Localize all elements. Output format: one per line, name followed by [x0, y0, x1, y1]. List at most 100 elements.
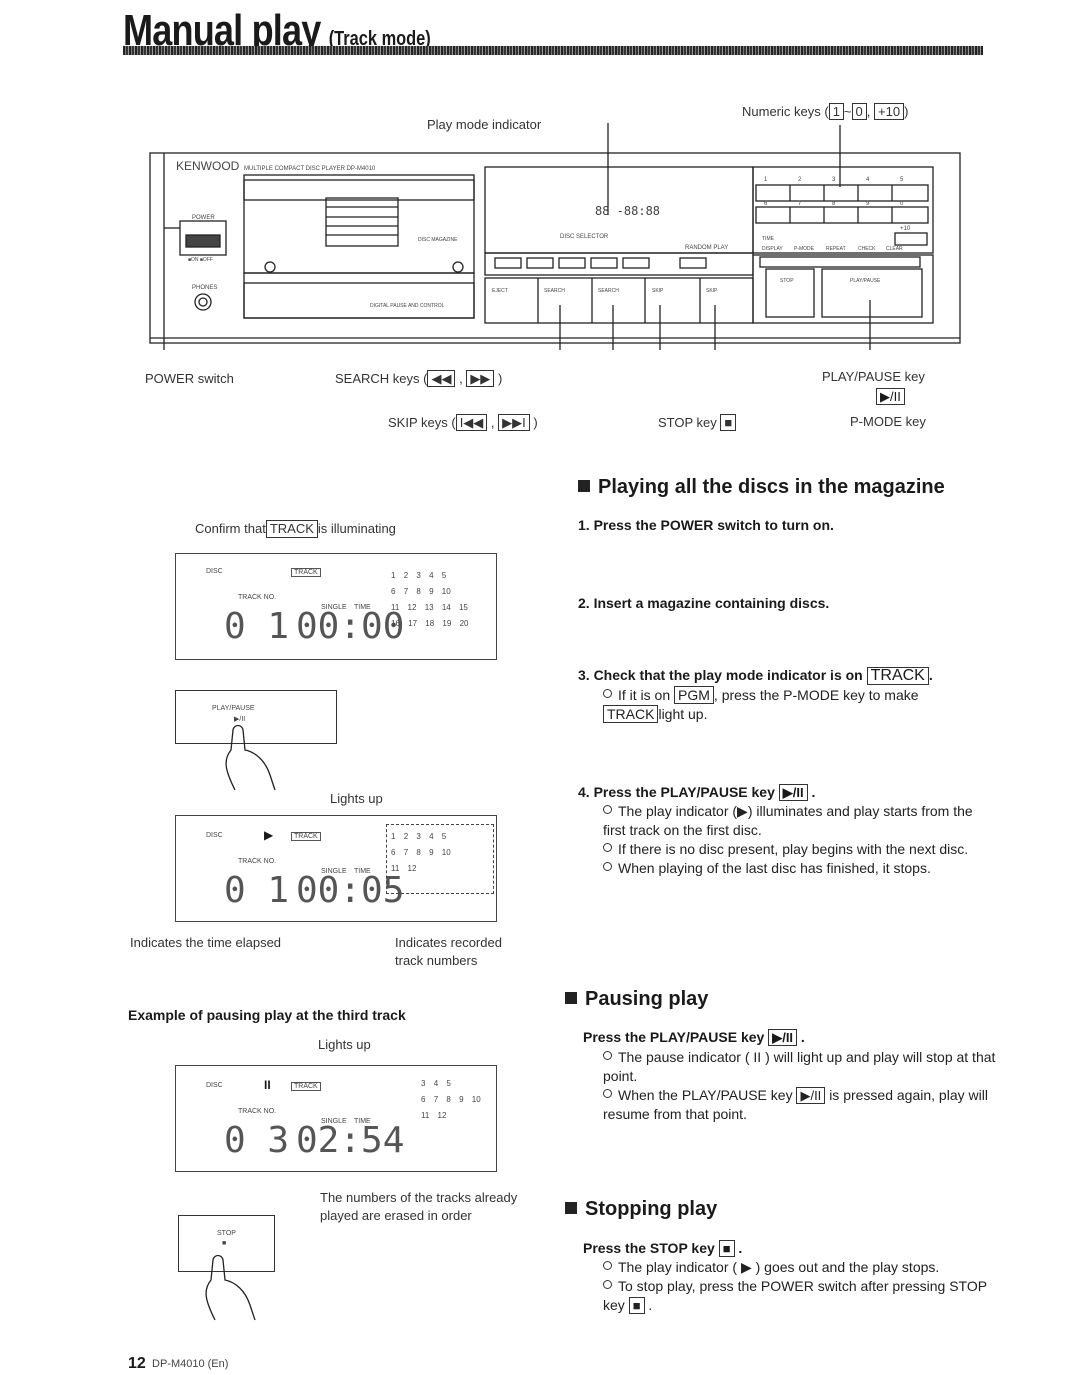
- skip-forward-icon: ▶▶I: [498, 414, 530, 431]
- step-4-bullets: The play indicator (▶) illuminates and p…: [603, 802, 998, 878]
- bullet-dot-icon: [603, 862, 612, 871]
- lcd1-single-label: SINGLE: [321, 604, 347, 611]
- lcd3-time-label: TIME: [354, 1118, 371, 1125]
- device-power-label: POWER: [192, 215, 215, 221]
- lcd1-track-numbers: 1 2 3 4 5 6 7 8 9 10 11 12 13 14 15 16 1…: [391, 571, 469, 628]
- play-pause-key-inline-icon: ▶/II: [778, 784, 808, 801]
- section-bullet-icon: [578, 480, 590, 492]
- caption-recorded-tracks-2: track numbers: [395, 953, 478, 968]
- play-pause-key-icon: ▶/II: [876, 388, 905, 405]
- lcd3-track-numbers: 3 4 5 6 7 8 9 10 11 12: [421, 1079, 481, 1120]
- lights-up-caption-1: Lights up: [330, 791, 383, 806]
- numeric-plus10: +10: [900, 226, 911, 232]
- track-light-box: TRACK: [603, 705, 659, 723]
- track-indicator-box: TRACK: [265, 520, 318, 538]
- callout-play-pause-key: PLAY/PAUSE key: [822, 369, 925, 384]
- device-disc-selector-label: DISC SELECTOR: [560, 234, 609, 240]
- section-bullet-icon: [565, 1202, 577, 1214]
- bullet-dot-icon: [603, 689, 612, 698]
- stop-bullets: The play indicator ( ▶ ) goes out and th…: [603, 1258, 998, 1315]
- example-pausing-heading: Example of pausing play at the third tra…: [128, 1007, 406, 1023]
- callout-numeric-keys: Numeric keys (1~0, +10): [742, 103, 909, 120]
- cd-player-illustration: KENWOOD MULTIPLE COMPACT DISC PLAYER DP-…: [149, 123, 961, 350]
- lcd1-time-label: TIME: [354, 604, 371, 611]
- lcd3-single-label: SINGLE: [321, 1118, 347, 1125]
- lights-up-caption-2: Lights up: [318, 1037, 371, 1052]
- numeric-row2-6: 6: [764, 201, 768, 207]
- search-back-icon: ◀◀: [427, 370, 456, 387]
- title-rule: [123, 46, 983, 55]
- lcd3-disc-number: 0 3: [224, 1120, 290, 1161]
- bullet-dot-icon: [603, 1089, 612, 1098]
- callout-pmode-key: P-MODE key: [850, 414, 926, 429]
- stop-bullet-2: To stop play, press the POWER switch aft…: [603, 1278, 987, 1314]
- stop-bullet-1: The play indicator ( ▶ ) goes out and th…: [603, 1258, 998, 1277]
- play-pause-key-inline-icon: ▶/II: [796, 1087, 826, 1104]
- transport-label-eject: EJECT: [492, 288, 508, 294]
- lcd3-track-indicator: TRACK: [291, 1082, 321, 1091]
- transport-label-skip-back: SKIP: [652, 288, 664, 294]
- lcd3-track-no-label: TRACK NO.: [238, 1108, 277, 1115]
- numeric-key-1: 1: [828, 103, 844, 120]
- section-pausing: Pausing play: [565, 988, 708, 1011]
- device-digital-pause-label: DIGITAL PAUSE AND CONTROL: [370, 303, 445, 309]
- numeric-row1-5: 5: [900, 177, 904, 183]
- page-subtitle: (Track mode): [328, 28, 431, 50]
- play-pause-button-symbol: ▶/II: [234, 716, 246, 723]
- right-label-time: TIME: [762, 236, 775, 242]
- numeric-row1-3: 3: [832, 177, 836, 183]
- lcd3-time: 02:54: [296, 1120, 405, 1161]
- pause-bullet-2: When the PLAY/PAUSE key ▶/II is pressed …: [603, 1087, 988, 1122]
- play-pause-button-illustration: PLAY/PAUSE ▶/II: [175, 690, 337, 744]
- right-label-check: CHECK: [858, 246, 876, 252]
- lcd2-track-no-label: TRACK NO.: [238, 858, 277, 865]
- right-label-display: DISPLAY: [762, 246, 783, 252]
- right-label-pmode: P-MODE: [794, 246, 815, 252]
- lcd1-disc-number: 0 1: [224, 606, 290, 647]
- finger-press-icon: [225, 724, 276, 791]
- caption-recorded-tracks: Indicates recorded: [395, 935, 502, 950]
- pause-bullets: The pause indicator ( II ) will light up…: [603, 1048, 998, 1124]
- caption-time-elapsed: Indicates the time elapsed: [130, 935, 282, 950]
- bullet-dot-icon: [603, 1280, 612, 1289]
- lcd2-time-label: TIME: [354, 868, 371, 875]
- skip-back-icon: I◀◀: [455, 414, 488, 431]
- lcd-display-initial: DISC TRACK TRACK NO. SINGLE TIME 0 1 00:…: [175, 553, 497, 660]
- lcd2-track-numbers: 1 2 3 4 5 6 7 8 9 10 11 12: [386, 824, 494, 894]
- step-3: 3. Check that the play mode indicator is…: [578, 667, 933, 685]
- callout-skip-keys: SKIP keys (I◀◀ , ▶▶I ): [388, 414, 538, 431]
- step-1: 1. Press the POWER switch to turn on.: [578, 517, 834, 533]
- lcd1-track-no-label: TRACK NO.: [238, 594, 277, 601]
- callout-search-keys: SEARCH keys (◀◀ , ▶▶ ): [335, 370, 503, 387]
- device-model-text: MULTIPLE COMPACT DISC PLAYER DP-M4010: [244, 166, 376, 172]
- finger-press-stop-icon: [205, 1254, 256, 1321]
- page-model-footer: DP-M4010 (En): [152, 1358, 229, 1370]
- device-power-sub: ■ON ■OFF: [188, 257, 213, 263]
- step3-track-box: TRACK: [866, 667, 929, 685]
- bullet-dot-icon: [603, 1051, 612, 1060]
- bullet-dot-icon: [603, 843, 612, 852]
- device-phones-label: PHONES: [192, 285, 217, 291]
- play-pause-key-inline-icon: ▶/II: [768, 1029, 798, 1046]
- lcd3-disc-label: DISC: [206, 1082, 223, 1089]
- numeric-row1-2: 2: [798, 177, 802, 183]
- stop-key-icon: ■: [720, 414, 737, 431]
- callout-stop-key: STOP key ■: [658, 414, 737, 431]
- play-pause-button-label: PLAY/PAUSE: [212, 705, 255, 712]
- step-3-bullet: If it is on PGM, press the P-MODE key to…: [603, 686, 998, 724]
- lcd-display-paused: DISC II TRACK TRACK NO. SINGLE TIME 0 3 …: [175, 1065, 497, 1172]
- page-number: 12: [128, 1355, 146, 1372]
- lcd1-track-indicator: TRACK: [291, 568, 321, 577]
- stop-key-inline-icon-2: ■: [628, 1297, 645, 1314]
- device-random-play-label: RANDOM PLAY: [685, 245, 728, 251]
- stop-button-symbol: ■: [222, 1240, 227, 1247]
- numeric-row2-9: 9: [866, 201, 870, 207]
- pause-step: Press the PLAY/PAUSE key ▶/II .: [583, 1029, 805, 1046]
- transport-label-search-back: SEARCH: [544, 288, 565, 294]
- lcd-display-playing: DISC ▶ TRACK TRACK NO. SINGLE TIME 0 1 0…: [175, 815, 497, 922]
- bullet-dot-icon: [603, 1261, 612, 1270]
- search-forward-icon: ▶▶: [466, 370, 495, 387]
- bullet-dot-icon: [603, 805, 612, 814]
- lcd1-disc-label: DISC: [206, 568, 223, 575]
